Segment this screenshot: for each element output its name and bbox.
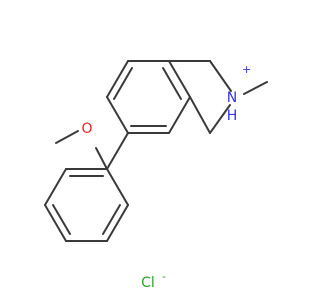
molecule-structure: O N + H Cl - <box>44 60 268 291</box>
oxygen-methyl-bond <box>55 130 79 144</box>
benzo-ring <box>106 60 191 134</box>
piperidine-ring <box>168 60 232 134</box>
oxygen-atom-label: O <box>81 121 92 137</box>
nitrogen-atom-label: N <box>227 90 237 106</box>
methoxyphenyl-ring <box>44 168 129 242</box>
aryl-oxygen-bond <box>95 147 108 170</box>
chloride-label: Cl <box>141 275 155 291</box>
chloride-charge: - <box>162 270 166 283</box>
n-methyl-bond <box>243 81 268 95</box>
biaryl-bond <box>106 132 129 170</box>
nitrogen-charge: + <box>242 63 251 76</box>
hydrogen-atom-label: H <box>227 108 238 124</box>
